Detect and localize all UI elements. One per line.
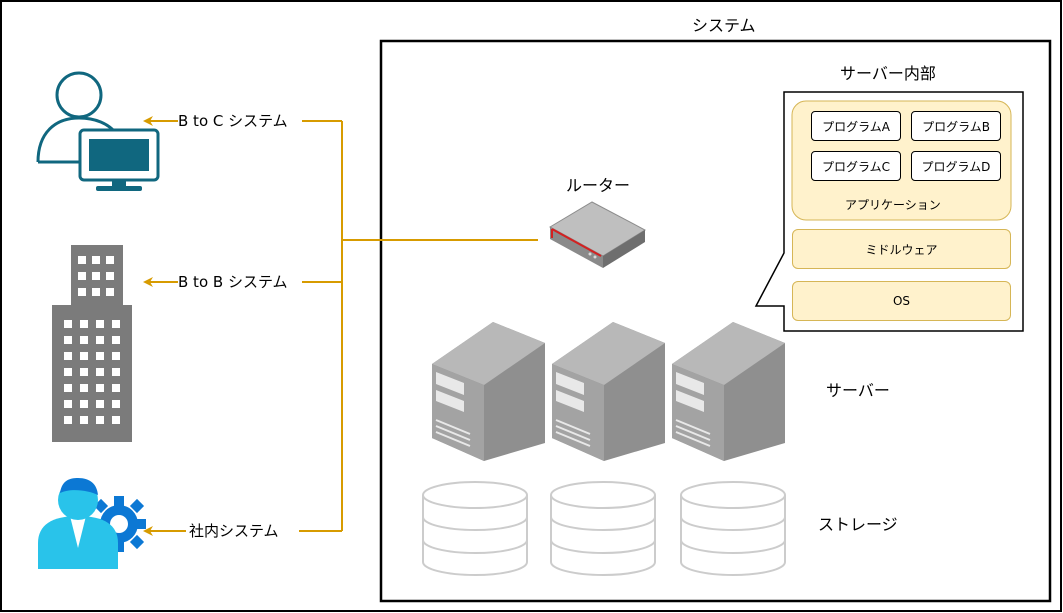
system-title: システム (692, 16, 756, 35)
server-icon (432, 322, 545, 461)
connector-lines (145, 121, 538, 531)
storage-icon (550, 481, 656, 576)
server-label: サーバー (826, 381, 890, 400)
server-internal-title: サーバー内部 (840, 64, 936, 83)
middleware-layer: ミドルウェア (792, 229, 1011, 269)
connector-b2b (145, 240, 343, 531)
storage-icon (422, 481, 528, 576)
admin-user-gear-icon (38, 478, 146, 569)
server-icon (672, 322, 785, 461)
program-c-box: プログラムC (811, 151, 901, 181)
storage-label: ストレージ (818, 515, 898, 534)
b2b-label: B to B システム (178, 273, 288, 291)
office-building-icon (52, 245, 132, 442)
b2c-label: B to C システム (178, 112, 288, 130)
system-boundary (379, 39, 1052, 603)
program-d-box: プログラムD (911, 151, 1001, 181)
storage-icon (680, 481, 786, 576)
router-label: ルーター (566, 176, 631, 195)
internal-system-label: 社内システム (189, 522, 279, 540)
program-a-box: プログラムA (811, 111, 901, 141)
server-icon (552, 322, 665, 461)
router-icon (548, 201, 647, 268)
connector-b2c (145, 121, 343, 240)
os-layer: OS (792, 281, 1011, 321)
program-b-box: プログラムB (911, 111, 1001, 141)
application-label: アプリケーション (845, 198, 941, 212)
user-with-computer-icon (36, 71, 160, 191)
